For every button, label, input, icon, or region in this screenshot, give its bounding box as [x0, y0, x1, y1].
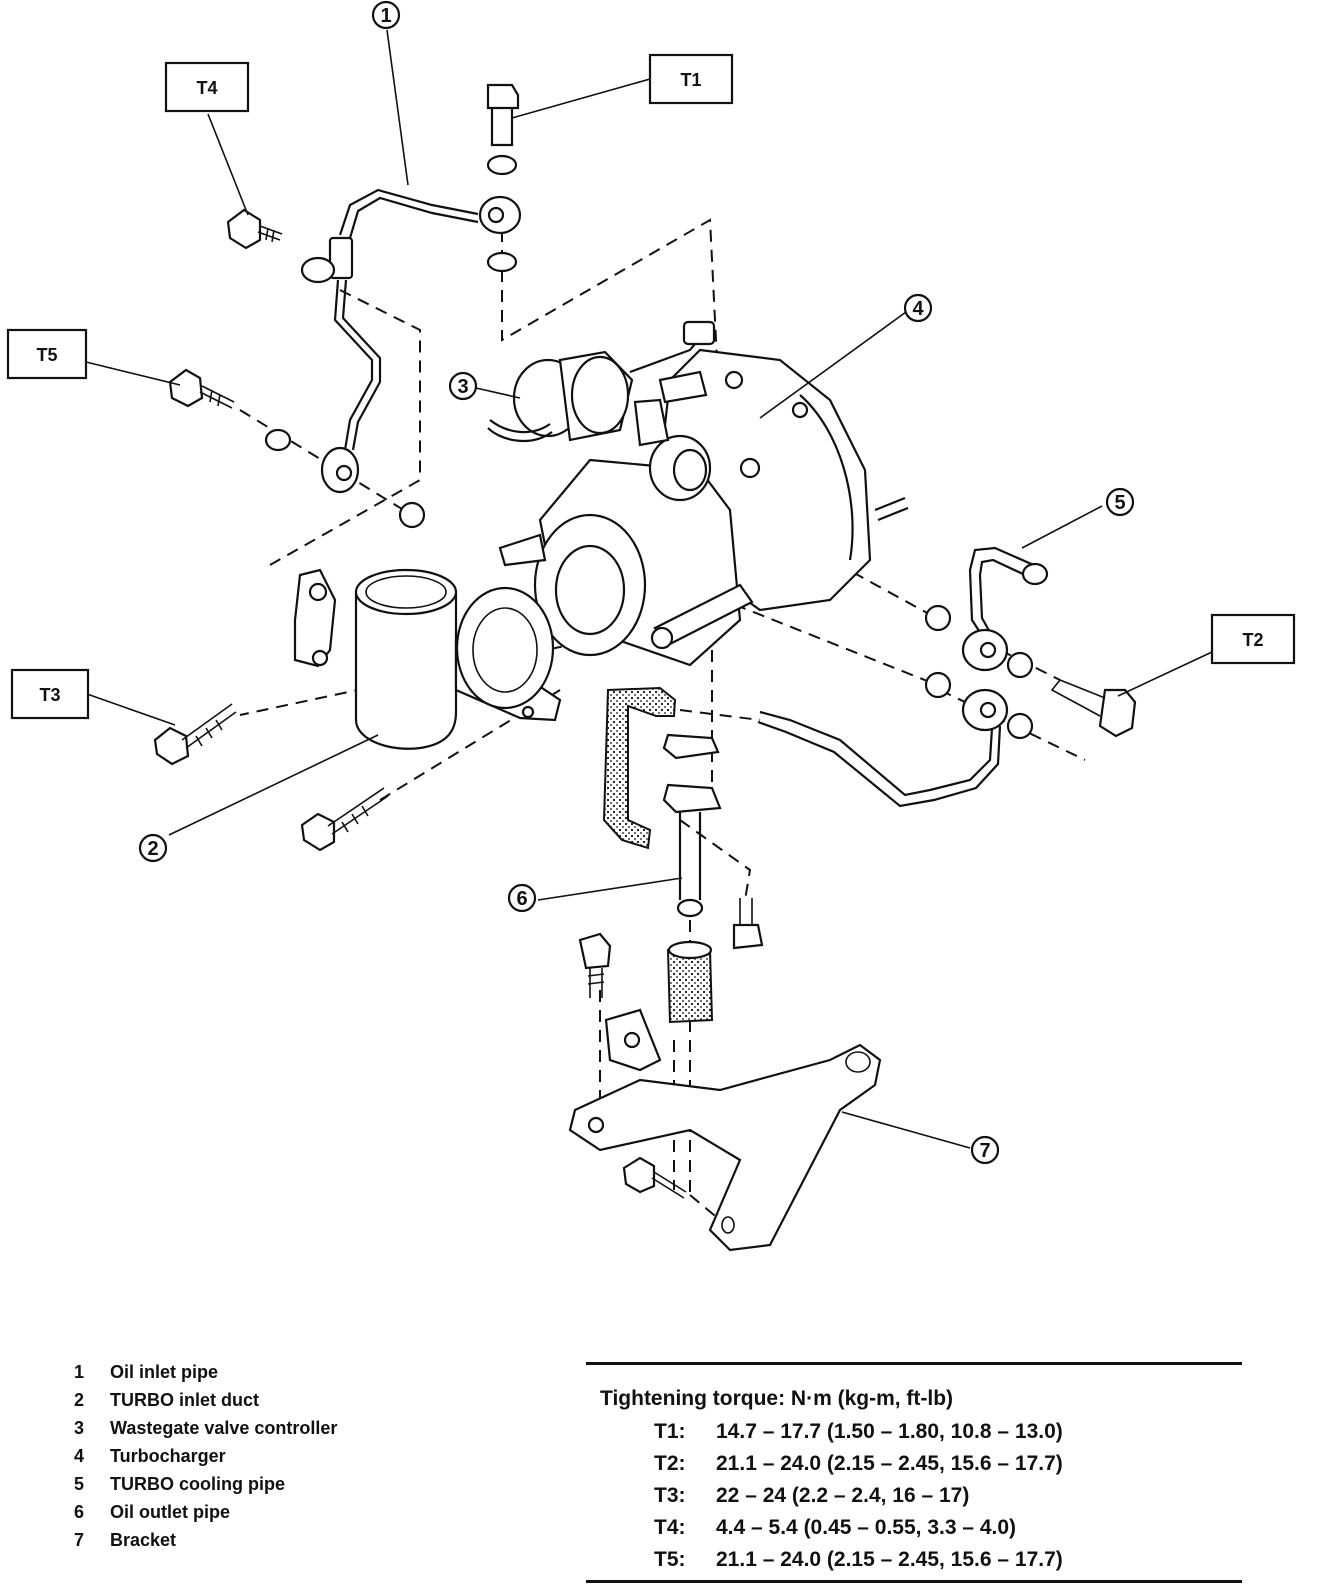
legend-number: 2: [74, 1389, 85, 1410]
bolt-oil-outlet: [732, 898, 764, 950]
legend-item: 2 TURBO inlet duct: [74, 1386, 494, 1414]
turbo-cooling-pipe: [757, 546, 1049, 808]
leader-lines: [85, 29, 1213, 1149]
oil-inlet-pipe: [300, 188, 479, 494]
callout-3: 3: [448, 371, 478, 401]
wastegate-valve-controller: [487, 320, 716, 442]
turbocharger-exploded-diagram: 1 2 3 4 5 6 7 T1 T2 T3 T4 T5: [6, 0, 1296, 1252]
legend-number: 3: [74, 1417, 85, 1438]
bolt-t5: [168, 368, 426, 529]
torque-value: 4.4 – 5.4 (0.45 – 0.55, 3.3 – 4.0): [716, 1516, 1017, 1539]
torque-box-t4: T4: [164, 61, 250, 113]
bolt-lower-left: [300, 787, 389, 852]
svg-text:7: 7: [979, 1140, 990, 1162]
legend-item: 4 Turbocharger: [74, 1442, 494, 1470]
legend-number: 7: [74, 1529, 85, 1550]
bolt-t4: [226, 208, 283, 250]
torque-box-t1: T1: [648, 53, 734, 105]
legend-number: 1: [74, 1361, 85, 1382]
torque-box-t2: T2: [1210, 613, 1296, 665]
torque-row: T5: 21.1 – 24.0 (2.15 – 2.45, 15.6 – 17.…: [600, 1544, 1260, 1576]
bolt-bracket-lower: [622, 1156, 687, 1199]
torque-key: T3:: [654, 1484, 686, 1507]
bolt-bracket-upper: [578, 932, 612, 998]
turbo-inlet-duct: [293, 568, 562, 750]
torque-row: T4: 4.4 – 5.4 (0.45 – 0.55, 3.3 – 4.0): [600, 1512, 1260, 1544]
svg-text:1: 1: [380, 5, 391, 27]
torque-box-t5: T5: [6, 328, 88, 380]
callout-6: 6: [507, 883, 537, 913]
torque-row: T2: 21.1 – 24.0 (2.15 – 2.45, 15.6 – 17.…: [600, 1448, 1260, 1480]
torque-value: 21.1 – 24.0 (2.15 – 2.45, 15.6 – 17.7): [716, 1548, 1063, 1571]
torque-value: 21.1 – 24.0 (2.15 – 2.45, 15.6 – 17.7): [716, 1452, 1063, 1475]
legend-label: TURBO inlet duct: [110, 1389, 259, 1410]
legend-item: 7 Bracket: [74, 1526, 494, 1554]
legend-label: Wastegate valve controller: [110, 1417, 338, 1438]
legend-label: Turbocharger: [110, 1445, 226, 1466]
turbocharger: [498, 348, 909, 667]
torque-box-t3: T3: [10, 668, 90, 720]
svg-text:T2: T2: [1242, 630, 1263, 650]
legend-number: 4: [74, 1445, 85, 1466]
callout-5: 5: [1105, 487, 1135, 517]
table-rule-top: [586, 1362, 1242, 1365]
oil-outlet-pipe: [602, 686, 722, 1024]
table-rule-bottom: [586, 1580, 1242, 1583]
legend-label: Oil inlet pipe: [110, 1361, 219, 1382]
legend-item: 1 Oil inlet pipe: [74, 1358, 494, 1386]
callout-7: 7: [970, 1135, 1000, 1165]
svg-text:5: 5: [1114, 492, 1125, 514]
legend-item: 3 Wastegate valve controller: [74, 1414, 494, 1442]
svg-text:T3: T3: [39, 685, 60, 705]
legend-item: 5 TURBO cooling pipe: [74, 1470, 494, 1498]
svg-text:3: 3: [457, 376, 468, 398]
legend-label: TURBO cooling pipe: [110, 1473, 285, 1494]
torque-row: T1: 14.7 – 17.7 (1.50 – 1.80, 10.8 – 13.…: [600, 1416, 1260, 1448]
legend-label: Oil outlet pipe: [110, 1501, 230, 1522]
banjo-bolt-t1: [478, 83, 522, 273]
torque-key: T2:: [654, 1452, 686, 1475]
svg-text:T5: T5: [36, 345, 57, 365]
torque-table-title: Tightening torque: N·m (kg-m, ft-lb): [600, 1387, 954, 1410]
callout-4: 4: [903, 293, 933, 323]
svg-text:6: 6: [516, 888, 527, 910]
callout-1: 1: [371, 0, 401, 30]
bolt-t3: [153, 703, 237, 766]
torque-value: 14.7 – 17.7 (1.50 – 1.80, 10.8 – 13.0): [716, 1420, 1063, 1443]
legend-label: Bracket: [110, 1529, 177, 1550]
tightening-torque-table: Tightening torque: N·m (kg-m, ft-lb) T1:…: [586, 1362, 1260, 1583]
svg-text:2: 2: [147, 838, 158, 860]
banjo-bolt-t2: [1050, 679, 1137, 738]
svg-text:T4: T4: [196, 78, 217, 98]
svg-text:T1: T1: [680, 70, 701, 90]
legend-item: 6 Oil outlet pipe: [74, 1498, 494, 1526]
torque-row: T3: 22 – 24 (2.2 – 2.4, 16 – 17): [600, 1480, 1260, 1512]
svg-text:4: 4: [912, 298, 924, 320]
legend-number: 5: [74, 1473, 85, 1494]
torque-key: T4:: [654, 1516, 686, 1539]
bracket: [568, 1008, 882, 1252]
torque-key: T5:: [654, 1548, 686, 1571]
parts-legend: 1 Oil inlet pipe 2 TURBO inlet duct 3 Wa…: [74, 1358, 494, 1554]
torque-key: T1:: [654, 1420, 686, 1443]
callout-2: 2: [138, 833, 168, 863]
legend-number: 6: [74, 1501, 85, 1522]
torque-value: 22 – 24 (2.2 – 2.4, 16 – 17): [716, 1484, 970, 1507]
